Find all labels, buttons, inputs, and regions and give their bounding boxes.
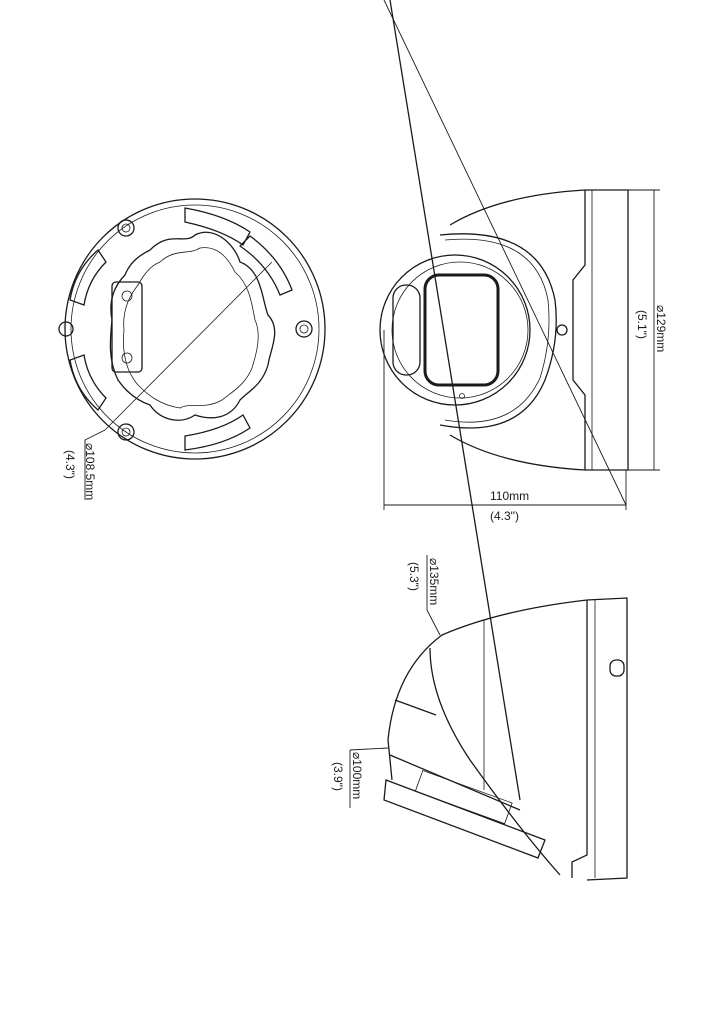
base-diameter-label: ⌀108.5mm [83,443,97,500]
side-lens-inch-label: (3.9") [331,762,345,791]
front-height-label: ⌀129mm [654,305,668,352]
front-height-inch-label: (5.1") [635,310,649,339]
side-dome-label: ⌀135mm [427,558,441,605]
front-view: ⌀129mm (5.1") 110mm (4.3") [379,0,668,523]
side-view: ⌀135mm (5.3") ⌀100mm (3.9") [331,0,628,881]
side-dome-inch-label: (5.3") [407,562,421,591]
side-lens-label: ⌀100mm [350,752,364,799]
base-diameter-inch-label: (4.3") [63,450,77,479]
front-depth-label: 110mm [490,489,529,503]
front-depth-inch-label: (4.3") [490,509,519,523]
base-view: ⌀108.5mm (4.3") [58,198,326,500]
